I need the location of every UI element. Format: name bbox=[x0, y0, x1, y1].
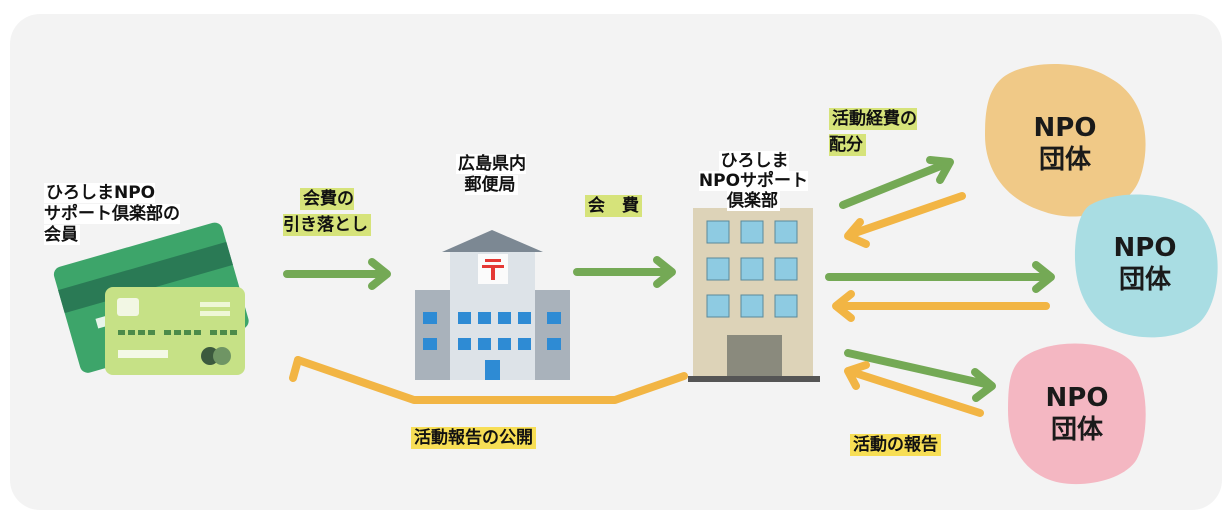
npo-org-1: NPO 団体 bbox=[1033, 113, 1097, 175]
arrow-postoffice-to-club bbox=[573, 256, 676, 288]
npo-blob-pink bbox=[1008, 343, 1146, 485]
arrow-npo2-to-club bbox=[832, 290, 1050, 322]
npo-blob-blue bbox=[1074, 194, 1218, 338]
report-public-label: 活動報告の公開 bbox=[411, 427, 536, 449]
npo-org-2: NPO 団体 bbox=[1113, 233, 1177, 295]
office-building-icon bbox=[688, 208, 820, 382]
member-label: ひろしまNPO サポート倶楽部の 会員 bbox=[44, 183, 180, 245]
allocation-label: 活動経費の 配分 bbox=[829, 108, 917, 156]
arrow-report-public bbox=[289, 356, 688, 404]
arrow-npo3-to-club bbox=[844, 361, 984, 417]
post-office-label: 広島県内 郵便局 bbox=[456, 154, 526, 195]
fee-debit-label: 会費の 引き落とし bbox=[283, 186, 371, 238]
arrow-npo1-to-club bbox=[844, 192, 966, 248]
club-label: ひろしま NPOサポート 倶楽部 bbox=[698, 151, 809, 211]
npo-org-3: NPO 団体 bbox=[1045, 383, 1109, 445]
arrow-club-to-npo3 bbox=[844, 349, 996, 402]
arrow-club-to-npo2 bbox=[825, 261, 1055, 293]
credit-card-icon bbox=[53, 222, 249, 375]
activity-report-label: 活動の報告 bbox=[850, 434, 941, 456]
arrow-club-to-npo1 bbox=[839, 156, 954, 209]
npo-blob-orange bbox=[985, 63, 1146, 217]
fee-label: 会 費 bbox=[585, 195, 642, 217]
post-office-building-icon bbox=[415, 230, 570, 380]
arrow-member-to-postoffice bbox=[283, 258, 391, 290]
